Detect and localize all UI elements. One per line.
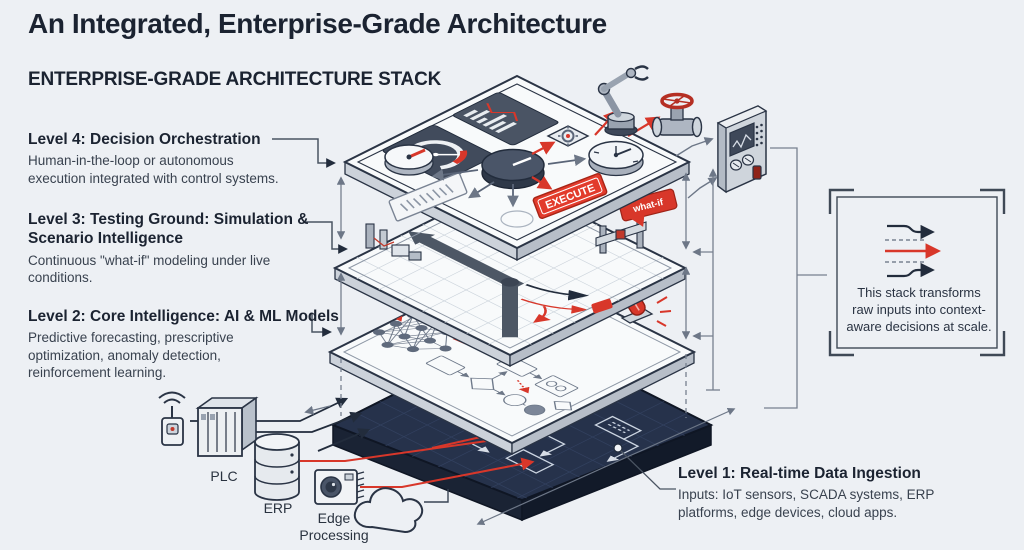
level4-label: Level 4: Decision Orchestration Human-in…: [28, 130, 328, 187]
level4-heading: Level 4: Decision Orchestration: [28, 131, 261, 148]
level2-description: Predictive forecasting, prescriptive opt…: [28, 330, 234, 381]
plc-label: PLC: [210, 468, 238, 484]
what-if-tag: what-if: [618, 188, 678, 227]
level3-description: Continuous "what-if" modeling under live…: [28, 252, 271, 286]
level2-heading: Level 2: Core Intelligence: AI & ML Mode…: [28, 308, 339, 325]
scenario-road: [408, 231, 590, 338]
callout-box: [828, 188, 1006, 357]
level1-leader: [613, 443, 676, 490]
timer-gauge-icon: [588, 140, 644, 177]
cloud-icon: [353, 487, 449, 534]
level4-description: Human-in-the-loop or autonomous executio…: [28, 153, 279, 186]
robot-arm-icon: [597, 65, 649, 137]
section-subtitle: ENTERPRISE-GRADE ARCHITECTURE STACK: [28, 69, 442, 90]
sim-buildings: [365, 220, 647, 261]
slab-dimension-line: [476, 407, 736, 526]
level1-heading: Level 1: Real-time Data Ingestion: [678, 465, 921, 482]
level2-label: Level 2: Core Intelligence: AI & ML Mode…: [28, 307, 348, 382]
callout-text: This stack transforms raw inputs into co…: [846, 285, 992, 334]
erp-label: ERP: [263, 500, 293, 516]
label-tag: [388, 172, 468, 222]
gear-icon: [546, 125, 590, 147]
industrial-valve-icon: [651, 92, 703, 138]
erp-database-icon: [254, 433, 300, 501]
dimension-lines: [336, 147, 827, 418]
plc-icon: [195, 396, 259, 457]
mini-red-tag: [591, 298, 613, 314]
converging-arrows-icon: [885, 224, 942, 278]
layer4-dashboard: EXECUTE: [342, 74, 692, 262]
level3-heading: Level 3: Testing Ground: Simulation & Sc…: [28, 211, 309, 248]
device-arrows: [675, 137, 718, 199]
dashboard-arrows: [431, 141, 587, 228]
level1-description: Inputs: IoT sensors, SCADA systems, ERP …: [678, 487, 935, 520]
chart-panel: [452, 92, 559, 146]
edge-camera-icon: [314, 469, 365, 505]
edge-processing-label: Edge Processing: [299, 510, 369, 543]
page-title: An Integrated, Enterprise-Grade Architec…: [28, 8, 607, 39]
gauge-icon: [384, 144, 434, 176]
control-panel-icon: [716, 105, 768, 194]
level3-label: Level 3: Testing Ground: Simulation & Sc…: [28, 210, 328, 287]
label-connectors: [272, 138, 348, 337]
wifi-sensor-icon: [158, 391, 186, 446]
execute-tag: EXECUTE: [532, 173, 608, 219]
layer3-simulation: [332, 179, 688, 368]
flowchart: [425, 355, 579, 416]
level1-label: Level 1: Real-time Data Ingestion Inputs…: [678, 464, 978, 521]
